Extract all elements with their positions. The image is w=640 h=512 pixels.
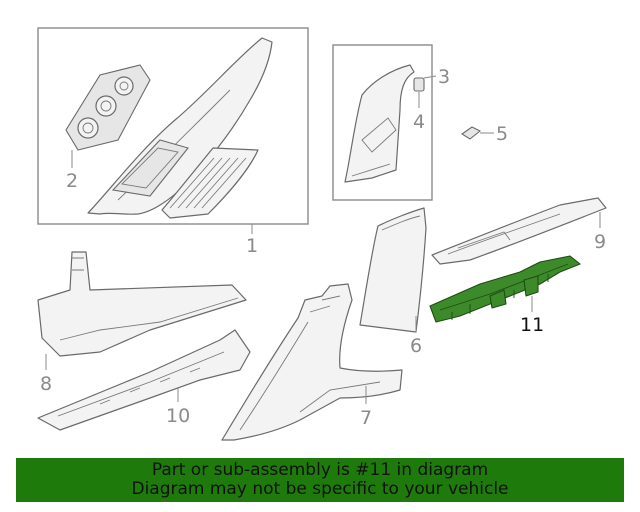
part-1-group-box [37, 27, 309, 225]
callout-3: 3 [438, 66, 450, 88]
part-11-highlighted-bracket [429, 255, 581, 323]
leader-3 [423, 75, 437, 79]
part-9-sill-plate [431, 197, 607, 265]
callout-1: 1 [246, 235, 258, 257]
callout-11: 11 [520, 314, 544, 336]
callout-9: 9 [594, 231, 606, 253]
callout-10: 10 [166, 405, 190, 427]
callout-4: 4 [413, 111, 425, 133]
callout-5: 5 [496, 123, 508, 145]
part-3-4-group-box [332, 44, 433, 201]
part-5-clip [461, 126, 482, 140]
callout-2: 2 [66, 170, 78, 192]
part-1-console-panel [87, 37, 273, 219]
banner-line-disclaimer: Diagram may not be specific to your vehi… [131, 479, 509, 499]
part-6-pillar-panel [359, 207, 427, 333]
callout-7: 7 [360, 407, 372, 429]
part-2-switch-bank [65, 64, 151, 151]
banner-line-part-number: Part or sub-assembly is #11 in diagram [151, 460, 489, 480]
part-3-4-pillar-trim [344, 64, 425, 183]
parts-diagram: 1 2 3 4 5 6 7 8 9 10 11 [37, 27, 607, 441]
callout-8: 8 [40, 373, 52, 395]
part-7-kick-panel [221, 283, 403, 441]
callout-6: 6 [410, 335, 422, 357]
part-10-floor-sill [37, 329, 251, 431]
part-8-side-panel [37, 251, 247, 357]
info-banner: Part or sub-assembly is #11 in diagram D… [16, 458, 624, 502]
